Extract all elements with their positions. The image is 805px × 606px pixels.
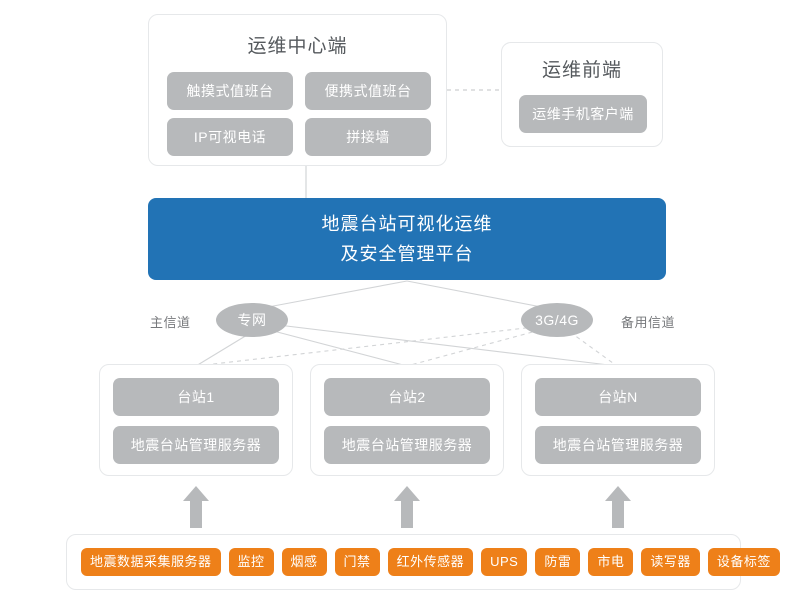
station-name-box[interactable]: 台站2	[324, 378, 490, 416]
link-zhuanwang-station1	[195, 331, 253, 367]
link-3g4g-stationN	[569, 331, 618, 367]
ops-center-item-label: 拼接墙	[346, 129, 390, 145]
ops-front-item-label: 运维手机客户端	[532, 106, 634, 122]
station-server-label: 地震台站管理服务器	[552, 437, 684, 453]
channel-node-label: 3G/4G	[535, 312, 579, 328]
device-tag-reader[interactable]: 读写器	[641, 548, 700, 576]
station-server-box[interactable]: 地震台站管理服务器	[113, 426, 279, 464]
station-name-box[interactable]: 台站1	[113, 378, 279, 416]
device-bar: 地震数据采集服务器 监控 烟感 门禁 红外传感器 UPS 防雷 市电 读写器 设…	[66, 534, 780, 590]
station-server-box[interactable]: 地震台站管理服务器	[535, 426, 701, 464]
backup-channel-label: 备用信道	[621, 315, 676, 330]
device-tag-seismic-data-server[interactable]: 地震数据采集服务器	[81, 548, 221, 576]
platform-title-line2: 及安全管理平台	[340, 244, 474, 264]
device-tag-surveillance[interactable]: 监控	[228, 548, 274, 576]
platform-banner: 地震台站可视化运维 及安全管理平台	[148, 198, 666, 280]
ops-center-item-label: IP可视电话	[193, 129, 267, 145]
device-tag-lightning-protection[interactable]: 防雷	[535, 548, 581, 576]
device-tag-access-control[interactable]: 门禁	[334, 548, 380, 576]
link-zhuanwang-station2	[261, 327, 408, 367]
channel-node-3g4g[interactable]: 3G/4G	[521, 303, 593, 337]
station-server-box[interactable]: 地震台站管理服务器	[324, 426, 490, 464]
ops-front-item-mobile-client[interactable]: 运维手机客户端	[519, 95, 647, 133]
ops-front-title: 运维前端	[541, 60, 622, 81]
station-name-label: 台站2	[388, 389, 426, 405]
ops-front-card: 运维前端 运维手机客户端	[501, 42, 663, 147]
ops-center-card: 运维中心端 触摸式值班台 便携式值班台 IP可视电话 拼接墙	[148, 14, 447, 166]
ops-center-item-video-wall[interactable]: 拼接墙	[305, 118, 431, 156]
device-tag-mains-power[interactable]: 市电	[588, 548, 634, 576]
station-server-label: 地震台站管理服务器	[130, 437, 262, 453]
primary-channel-label: 主信道	[150, 315, 191, 330]
up-arrow-icon-stationN	[605, 486, 631, 528]
channel-node-private-network[interactable]: 专网	[216, 303, 288, 337]
station-card-n: 台站N 地震台站管理服务器	[521, 364, 715, 476]
station-server-label: 地震台站管理服务器	[341, 437, 473, 453]
ops-center-title: 运维中心端	[247, 36, 348, 57]
platform-title-line1: 地震台站可视化运维	[321, 214, 493, 234]
device-tag-ups[interactable]: UPS	[481, 548, 528, 576]
station-card-2: 台站2 地震台站管理服务器	[310, 364, 504, 476]
station-name-label: 台站1	[177, 389, 215, 405]
up-arrow-icon-station1	[183, 486, 209, 528]
ops-center-item-label: 触摸式值班台	[186, 83, 274, 99]
station-card-1: 台站1 地震台站管理服务器	[99, 364, 293, 476]
up-arrow-icon-station2	[394, 486, 420, 528]
link-3g4g-station2	[406, 329, 541, 367]
channel-node-label: 专网	[237, 312, 267, 328]
device-tag-smoke-detector[interactable]: 烟感	[281, 548, 327, 576]
link-platform-to-zhuanwang	[251, 280, 408, 311]
device-tag-equipment-label[interactable]: 设备标签	[707, 548, 780, 576]
device-tag-infrared-sensor[interactable]: 红外传感器	[387, 548, 474, 576]
station-name-label: 台站N	[598, 389, 638, 405]
station-name-box[interactable]: 台站N	[535, 378, 701, 416]
ops-center-item-ip-video-phone[interactable]: IP可视电话	[167, 118, 293, 156]
ops-center-item-touch-console[interactable]: 触摸式值班台	[167, 72, 293, 110]
ops-center-item-portable-console[interactable]: 便携式值班台	[305, 72, 431, 110]
ops-center-item-label: 便携式值班台	[324, 83, 412, 99]
